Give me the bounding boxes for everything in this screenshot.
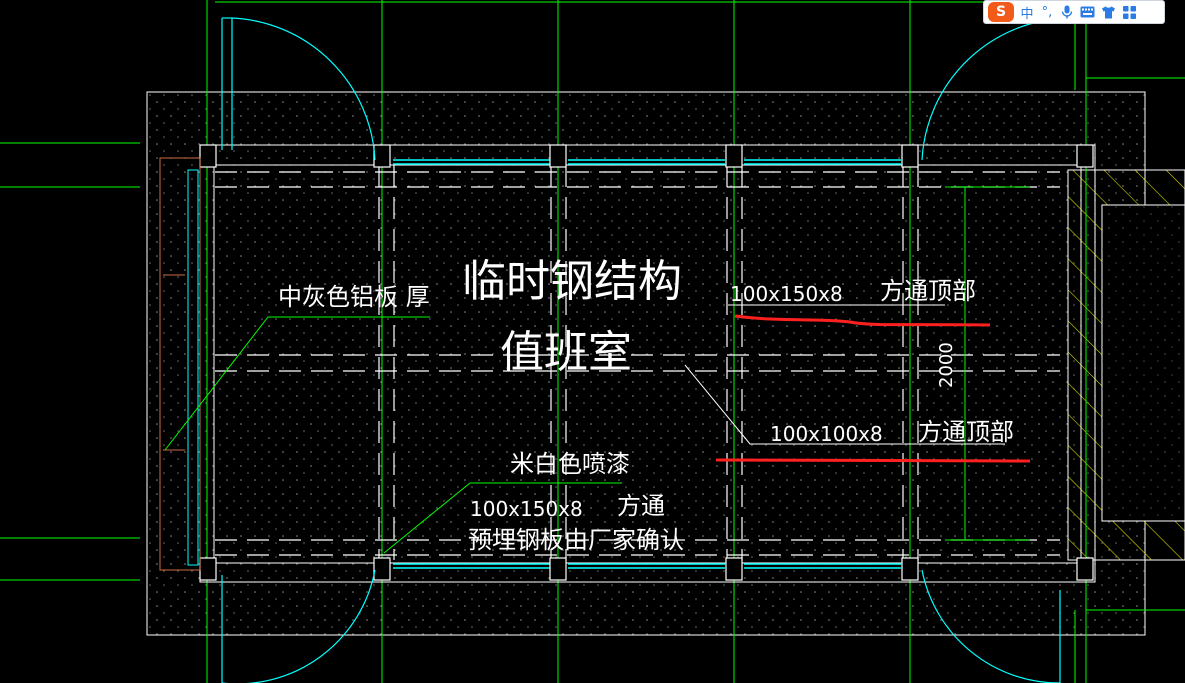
slab-outline xyxy=(146,91,1146,636)
shirt-icon[interactable] xyxy=(1101,6,1116,19)
input-mode-toggle[interactable]: 中 xyxy=(1020,6,1034,22)
label-paint: 米白色喷漆 xyxy=(510,450,630,478)
title-line2: 值班室 xyxy=(500,327,632,378)
left-edge-lines xyxy=(159,157,201,571)
embed-note: 预埋钢板由厂家确认 xyxy=(468,526,684,554)
beam-top-spec: 100x150x8 xyxy=(730,282,843,306)
dashed-grid xyxy=(215,165,1060,560)
keyboard-icon[interactable] xyxy=(1080,6,1095,18)
label-panel: 中灰色铝板 厚 xyxy=(278,283,430,311)
window-glazing xyxy=(393,159,901,569)
red-markup-top xyxy=(734,314,991,327)
dimension-2000: 2000 xyxy=(936,342,957,388)
beam-top-note: 方通顶部 xyxy=(880,277,976,305)
beam-mid-note: 方通顶部 xyxy=(918,418,1014,446)
beam-mid-spec: 100x100x8 xyxy=(770,422,883,446)
title-line1: 临时钢结构 xyxy=(462,256,682,307)
microphone-icon[interactable] xyxy=(1060,5,1074,19)
columns xyxy=(199,144,1094,581)
punctuation-toggle[interactable]: °, xyxy=(1041,4,1053,20)
beam-bottom-spec: 100x150x8 xyxy=(470,497,583,521)
ime-toolbar[interactable]: S 中 °, xyxy=(983,0,1165,24)
sogou-logo-icon[interactable]: S xyxy=(988,2,1014,22)
leader-lines xyxy=(164,316,622,554)
grid-icon[interactable] xyxy=(1122,5,1136,19)
dimension-line xyxy=(945,186,1030,541)
beam-bottom-note: 方通 xyxy=(617,492,665,520)
red-markup-bottom xyxy=(715,458,1031,463)
